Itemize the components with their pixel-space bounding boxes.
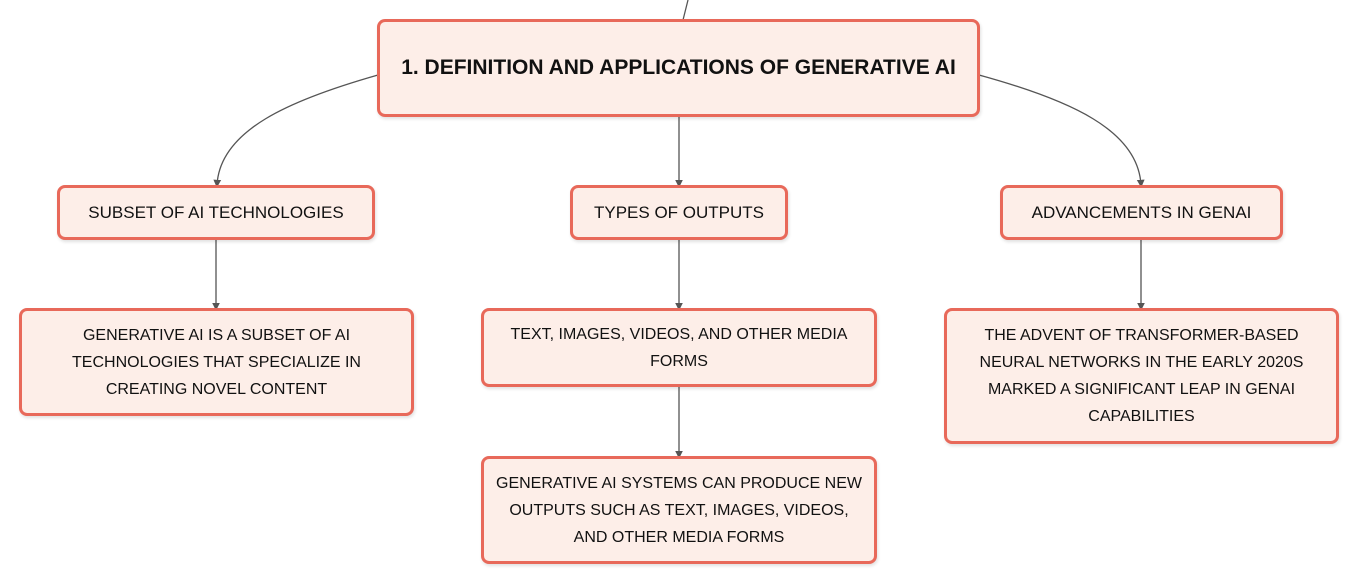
leaf-node-text: THE ADVENT OF TRANSFORMER-BASED NEURAL N… (979, 327, 1304, 425)
connector-root-to-advancements (978, 74, 1145, 188)
leaf-node-output-description[interactable]: GENERATIVE AI SYSTEMS CAN PRODUCE NEW OU… (481, 456, 877, 564)
root-node[interactable]: 1. DEFINITION AND APPLICATIONS OF GENERA… (377, 19, 980, 117)
leaf-node-subset-definition[interactable]: GENERATIVE AI IS A SUBSET OF AI TECHNOLO… (19, 308, 414, 416)
leaf-node-text: GENERATIVE AI SYSTEMS CAN PRODUCE NEW OU… (496, 474, 862, 546)
leaf-node-text: GENERATIVE AI IS A SUBSET OF AI TECHNOLO… (72, 326, 361, 398)
leaf-node-output-types[interactable]: TEXT, IMAGES, VIDEOS, AND OTHER MEDIA FO… (481, 308, 877, 387)
branch-node-advancements[interactable]: ADVANCEMENTS IN GENAI (1000, 185, 1283, 240)
branch-node-types-of-outputs[interactable]: TYPES OF OUTPUTS (570, 185, 788, 240)
connector-parent-to-root (682, 0, 689, 21)
branch-node-label: ADVANCEMENTS IN GENAI (1031, 202, 1252, 222)
connector-root-to-subset (213, 74, 379, 188)
branch-node-label: TYPES OF OUTPUTS (593, 202, 765, 222)
leaf-node-text: TEXT, IMAGES, VIDEOS, AND OTHER MEDIA FO… (510, 325, 848, 370)
root-node-label: 1. DEFINITION AND APPLICATIONS OF GENERA… (401, 56, 956, 79)
branch-node-subset-of-ai[interactable]: SUBSET OF AI TECHNOLOGIES (57, 185, 375, 240)
leaf-node-transformer-advancement[interactable]: THE ADVENT OF TRANSFORMER-BASED NEURAL N… (944, 308, 1339, 444)
branch-node-label: SUBSET OF AI TECHNOLOGIES (88, 202, 344, 222)
